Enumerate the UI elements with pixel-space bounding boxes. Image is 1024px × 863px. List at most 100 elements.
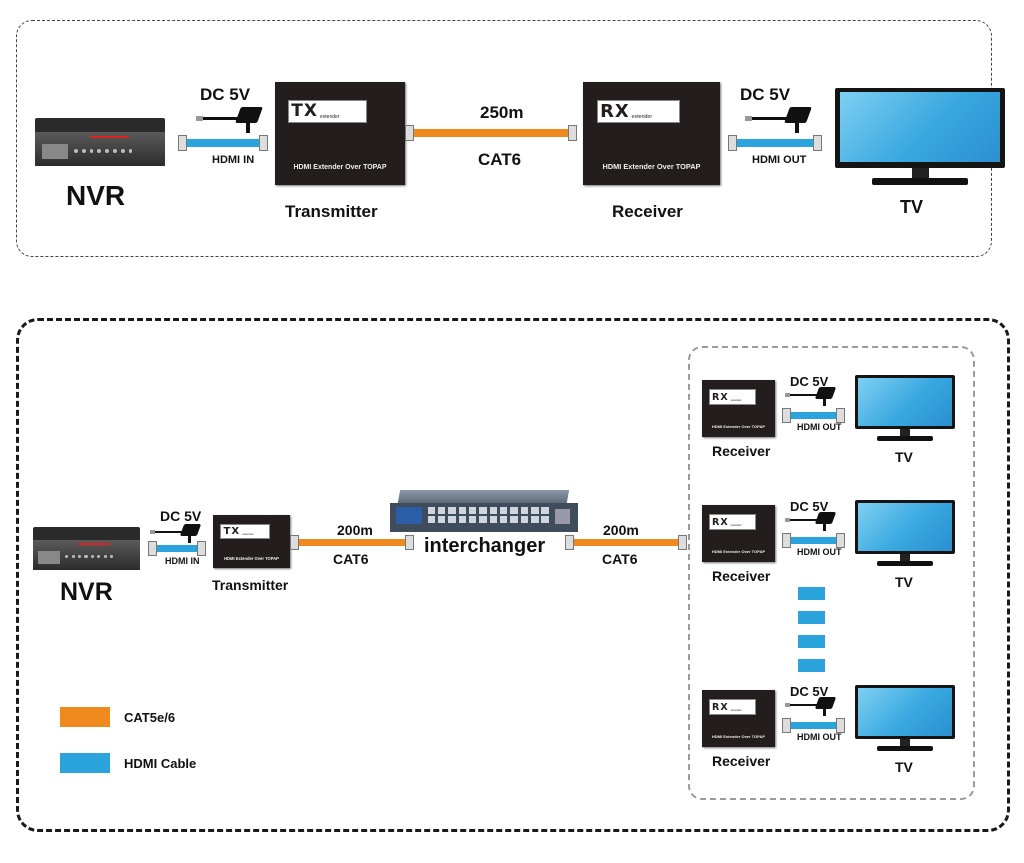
adapter-plug [822, 523, 826, 531]
adapter-plug [246, 123, 250, 133]
rx-power-label: DC 5V [790, 684, 829, 699]
adapter-tip [785, 393, 791, 397]
transmitter-box-logo-sub: extender [320, 114, 340, 121]
power-adapter-icon [150, 522, 203, 552]
legend-label: CAT5e/6 [124, 710, 176, 725]
adapter-wire [789, 704, 820, 707]
nvr-led-strip [89, 136, 129, 139]
receiver-box-logo-text: RX [712, 701, 729, 713]
adapter-wire [789, 394, 820, 397]
adapter-wire [154, 531, 185, 534]
receiver-box-model-text: HDMI Extender Over TOPAP [711, 734, 766, 740]
cat6-cable-wire [413, 129, 569, 137]
nvr-button [120, 149, 125, 154]
transmitter-box-logo-text: TX [223, 525, 241, 537]
nvr-button [84, 554, 88, 559]
hdmi-out-cable-connector-right [836, 533, 845, 548]
hdmi-in-cable [148, 541, 206, 556]
cat6-cable-1-connector-left [290, 535, 299, 550]
adapter-body [814, 511, 836, 524]
hdmi-out-label: HDMI OUT [797, 547, 842, 557]
hdmi-out-cable-connector-left [728, 135, 737, 151]
switch-port [499, 516, 508, 523]
nvr-button [128, 149, 133, 154]
switch-port [448, 506, 456, 514]
power-adapter-icon [785, 510, 838, 540]
nvr-led-strip [77, 543, 111, 546]
switch-port [427, 506, 436, 514]
switch-port [437, 506, 446, 514]
switch-port [479, 506, 487, 514]
switch-port [510, 506, 518, 514]
nvr-device-icon [33, 527, 140, 570]
tv-label: TV [900, 197, 924, 217]
transmitter-box-model-text: HDMI Extender Over TOPAP [224, 555, 279, 561]
transmitter-box-logo-sub: extender [242, 531, 254, 536]
switch-port [541, 506, 549, 514]
nvr-button [103, 554, 107, 559]
adapter-plug [795, 123, 799, 133]
switch-port [520, 506, 529, 514]
hdmi-out-cable-wire [736, 139, 814, 147]
hdmi-in-label: HDMI IN [165, 556, 200, 566]
cable-2-type-label: CAT6 [602, 551, 638, 567]
switch-port [448, 516, 456, 523]
nvr-button [105, 149, 110, 154]
tx-power-label: DC 5V [200, 85, 251, 104]
hdmi-out-cable-connector-right [813, 135, 822, 151]
switch-top [398, 490, 570, 503]
distance-label: 250m [480, 103, 524, 122]
tv-base [872, 178, 968, 185]
receiver-box-model-text: HDMI Extender Over TOPAP [602, 161, 701, 171]
receiver-box-logo-text: RX [712, 391, 729, 403]
ellipsis-marker [798, 587, 825, 600]
nvr-button [113, 149, 117, 154]
adapter-plug [822, 398, 826, 406]
hdmi-out-label: HDMI OUT [797, 422, 842, 432]
cable-type-label: CAT6 [478, 150, 522, 169]
adapter-wire [789, 519, 820, 522]
hdmi-out-cable-connector-right [836, 718, 845, 733]
receiver-box-model-text: HDMI Extender Over TOPAP [711, 424, 766, 430]
hdmi-out-label: HDMI OUT [752, 154, 807, 166]
nvr-panel [41, 144, 68, 159]
switch-port [458, 516, 467, 523]
adapter-tip [785, 518, 791, 522]
hdmi-in-label: HDMI IN [212, 154, 255, 166]
switch-port [531, 506, 539, 514]
power-adapter-icon [745, 105, 815, 145]
receiver-label: Receiver [612, 202, 683, 221]
nvr-top [35, 118, 165, 133]
cat6-cable [405, 125, 577, 141]
power-adapter-icon [785, 385, 838, 415]
hdmi-out-cable-connector-left [782, 718, 791, 733]
receiver-box-logo-text: RX [600, 100, 630, 122]
switch-port [437, 516, 446, 523]
nvr-panel [38, 550, 60, 564]
nvr-button [65, 554, 69, 559]
hdmi-out-label: HDMI OUT [797, 732, 842, 742]
switch-port [489, 506, 498, 514]
hdmi-in-cable-connector-right [259, 135, 268, 151]
nvr-top [33, 527, 140, 540]
switch-port [541, 516, 549, 523]
receiver-label: Receiver [712, 753, 771, 769]
switch-port [489, 516, 498, 523]
tv-neck [900, 739, 910, 747]
tx-power-label: DC 5V [160, 508, 202, 524]
hdmi-out-cable-wire [790, 412, 837, 419]
nvr-button [71, 554, 75, 559]
ellipsis-marker [798, 611, 825, 624]
hdmi-out-cable [782, 533, 845, 548]
receiver-box-logo-text: RX [712, 516, 729, 528]
nvr-button [97, 149, 102, 154]
switch-label-strip [395, 506, 422, 524]
distance-2-label: 200m [603, 522, 639, 538]
